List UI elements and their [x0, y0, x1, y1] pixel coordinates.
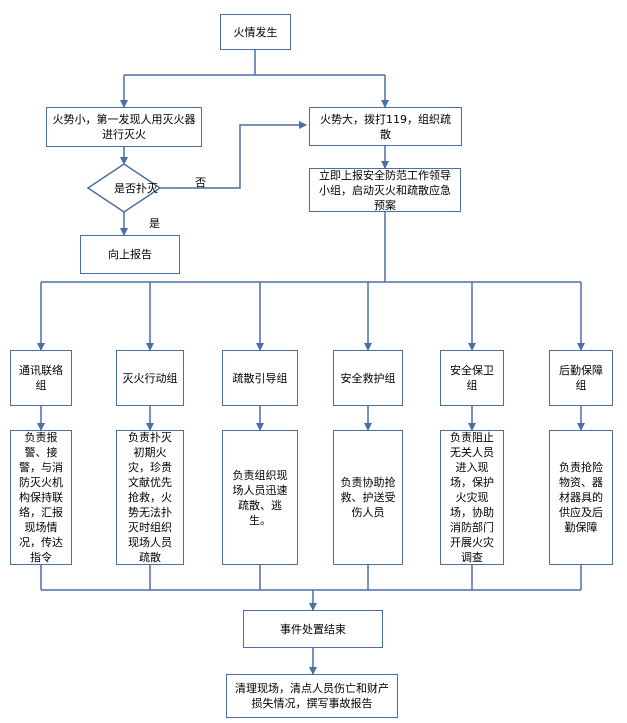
group-name-security: 安全保卫组: [440, 350, 504, 406]
group-name-rescue: 安全救护组: [333, 350, 403, 406]
edge-label-no: 否: [195, 176, 206, 189]
group-name-evac: 疏散引导组: [222, 350, 298, 406]
group-name-comm: 通讯联络组: [10, 350, 72, 406]
node-notify-leader: 立即上报安全防范工作领导小组，启动灭火和疏散应急预案: [309, 168, 461, 212]
group-duty-comm: 负责报警、接警，与消防灭火机构保持联络，汇报现场情况，传达指令: [10, 430, 72, 565]
group-duty-rescue: 负责协助抢救、护送受伤人员: [333, 430, 403, 565]
edge-label-yes: 是: [149, 217, 160, 230]
group-duty-security: 负责阻止无关人员进入现场，保护火灾现场，协助消防部门开展火灾调查: [440, 430, 504, 565]
node-cleanup: 清理现场，清点人员伤亡和财产损失情况，撰写事故报告: [226, 674, 398, 718]
node-big-fire: 火势大，拨打119，组织疏散: [309, 107, 462, 146]
node-end-handle: 事件处置结束: [243, 610, 383, 648]
group-duty-evac: 负责组织现场人员迅速疏散、逃生。: [222, 430, 298, 565]
group-duty-logistics: 负责抢险物资、器材器具的供应及后勤保障: [549, 430, 613, 565]
node-report-up: 向上报告: [80, 235, 180, 274]
node-fire-start: 火情发生: [220, 14, 291, 50]
group-name-logistics: 后勤保障组: [549, 350, 613, 406]
group-name-fire: 灭火行动组: [116, 350, 184, 406]
decision-label: 是否扑灭: [114, 182, 158, 195]
node-small-fire: 火势小，第一发现人用灭火器进行灭火: [46, 107, 202, 147]
group-duty-fire: 负责扑灭初期火灾，珍贵文献优先抢救，火势无法扑灭时组织现场人员疏散: [116, 430, 184, 565]
decision-diamond: [86, 163, 162, 213]
